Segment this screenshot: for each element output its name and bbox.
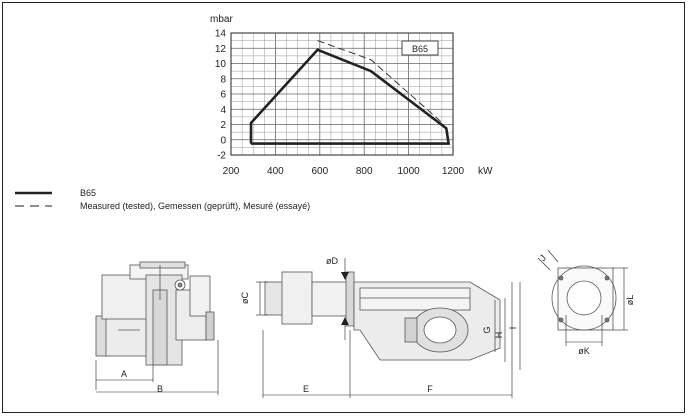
series-measured-line bbox=[317, 40, 445, 125]
y-tick-label: -2 bbox=[217, 151, 226, 162]
y-axis-unit: mbar bbox=[210, 14, 233, 25]
x-tick-label: 1000 bbox=[397, 166, 420, 177]
chart-series bbox=[249, 40, 451, 145]
flange-view bbox=[551, 265, 617, 331]
y-tick-label: 0 bbox=[220, 135, 226, 146]
y-tick-label: 10 bbox=[215, 59, 227, 70]
burner-side-view bbox=[95, 261, 215, 366]
dim-f-label: F bbox=[427, 384, 433, 394]
mounting-flange bbox=[345, 271, 355, 327]
side-view-dimensions bbox=[95, 340, 219, 395]
dim-d-arrow-top-icon bbox=[341, 272, 349, 280]
motor-body bbox=[105, 317, 151, 357]
dim-c-label: øC bbox=[240, 292, 250, 304]
front-view-dimensions bbox=[256, 258, 521, 398]
dim-e-label: E bbox=[303, 384, 309, 394]
y-tick-label: 8 bbox=[220, 74, 226, 85]
dim-i-label: I bbox=[508, 327, 518, 330]
y-tick-label: 4 bbox=[220, 105, 226, 116]
dim-g-label: G bbox=[482, 326, 492, 333]
chart-model-label: B65 bbox=[412, 44, 428, 54]
legend-dashed-label: Measured (tested), Gemessen (geprüft), M… bbox=[80, 201, 310, 211]
y-tick-label: 12 bbox=[215, 44, 227, 55]
chart-frame bbox=[230, 32, 454, 156]
y-tick-label: 6 bbox=[220, 90, 226, 101]
x-tick-label: 1200 bbox=[442, 166, 465, 177]
flange-pitch-circle bbox=[551, 265, 617, 331]
dim-d-arrow-bottom-icon bbox=[341, 317, 349, 325]
burner-front-view bbox=[264, 271, 501, 361]
legend-solid-label: B65 bbox=[80, 188, 96, 198]
legend: B65 Measured (tested), Gemessen (geprüft… bbox=[15, 188, 310, 211]
blast-tube bbox=[281, 271, 313, 325]
fan-housing bbox=[101, 274, 149, 320]
dim-b-label: B bbox=[157, 384, 163, 394]
x-tick-label: 400 bbox=[267, 166, 284, 177]
x-tick-label: 600 bbox=[311, 166, 328, 177]
chart-model-box: B65 bbox=[401, 40, 439, 56]
dim-h-label: H bbox=[494, 332, 504, 339]
y-tick-label: 2 bbox=[220, 120, 226, 131]
x-axis-unit: kW bbox=[478, 166, 493, 177]
y-tick-label: 14 bbox=[215, 29, 227, 40]
dim-a-label: A bbox=[121, 369, 127, 379]
x-tick-label: 200 bbox=[223, 166, 240, 177]
dim-k-label: øK bbox=[578, 346, 590, 356]
x-tick-labels: 200 400 600 800 1000 1200 bbox=[223, 166, 465, 177]
x-tick-label: 800 bbox=[356, 166, 373, 177]
series-b65-line bbox=[249, 48, 451, 145]
dim-d-label: øD bbox=[326, 256, 338, 266]
flange-dimensions bbox=[537, 249, 628, 346]
dim-j-label: J bbox=[538, 253, 548, 263]
flange-bore bbox=[566, 280, 602, 316]
dim-l-label: øL bbox=[625, 295, 635, 306]
y-tick-labels: -2 0 2 4 6 8 10 12 14 bbox=[215, 29, 227, 162]
